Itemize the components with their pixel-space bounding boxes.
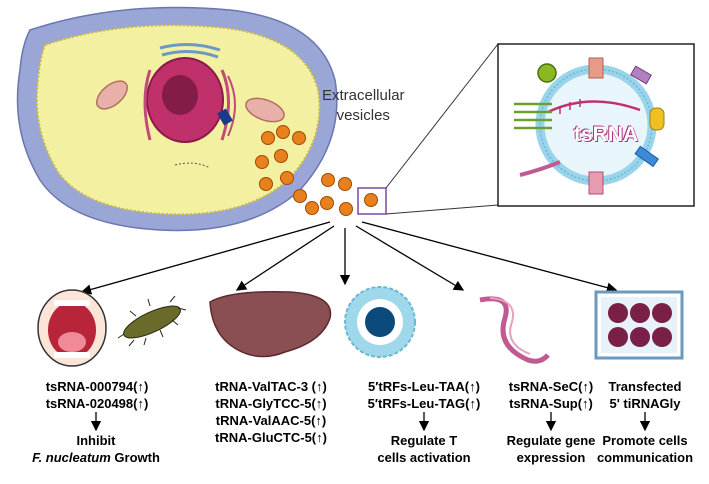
culture-effect: Promote cells communication bbox=[596, 433, 694, 465]
parasite-effect: Regulate gene expression bbox=[506, 433, 596, 465]
t-cell-icon bbox=[344, 286, 416, 358]
inset-tsrna-label: tsRNA bbox=[574, 123, 639, 146]
vesicle-label: Extracellular vesicles bbox=[322, 87, 405, 124]
culture-plate-icon bbox=[594, 290, 684, 360]
effect-arrows bbox=[90, 412, 651, 432]
culture-items: Transfected 5' tiRNAGly bbox=[608, 379, 682, 411]
cell-illustration bbox=[16, 6, 338, 232]
inset-vesicle bbox=[497, 43, 695, 207]
tcell-effect: Regulate T cells activation bbox=[377, 433, 471, 465]
pathway-arrows bbox=[80, 221, 618, 295]
oral-items: tsRNA-000794(↑) tsRNA-020498(↑) bbox=[45, 379, 149, 411]
parasite-items: tsRNA-SeC(↑) tsRNA-Sup(↑) bbox=[508, 379, 594, 411]
bacterium-icon bbox=[117, 295, 187, 347]
oral-effect: Inhibit F. nucleatum Growth bbox=[32, 433, 160, 465]
tcell-items: 5′tRFs-Leu-TAA(↑) 5′tRFs-Leu-TAG(↑) bbox=[367, 379, 481, 411]
liver-items: tRNA-ValTAC-3 (↑) tRNA-GlyTCC-5(↑) tRNA-… bbox=[215, 379, 327, 445]
parasite-icon bbox=[479, 296, 550, 364]
vesicle-cluster bbox=[255, 125, 378, 216]
liver-icon bbox=[209, 290, 332, 358]
zoom-box bbox=[357, 187, 387, 215]
mouth-icon bbox=[37, 289, 107, 367]
